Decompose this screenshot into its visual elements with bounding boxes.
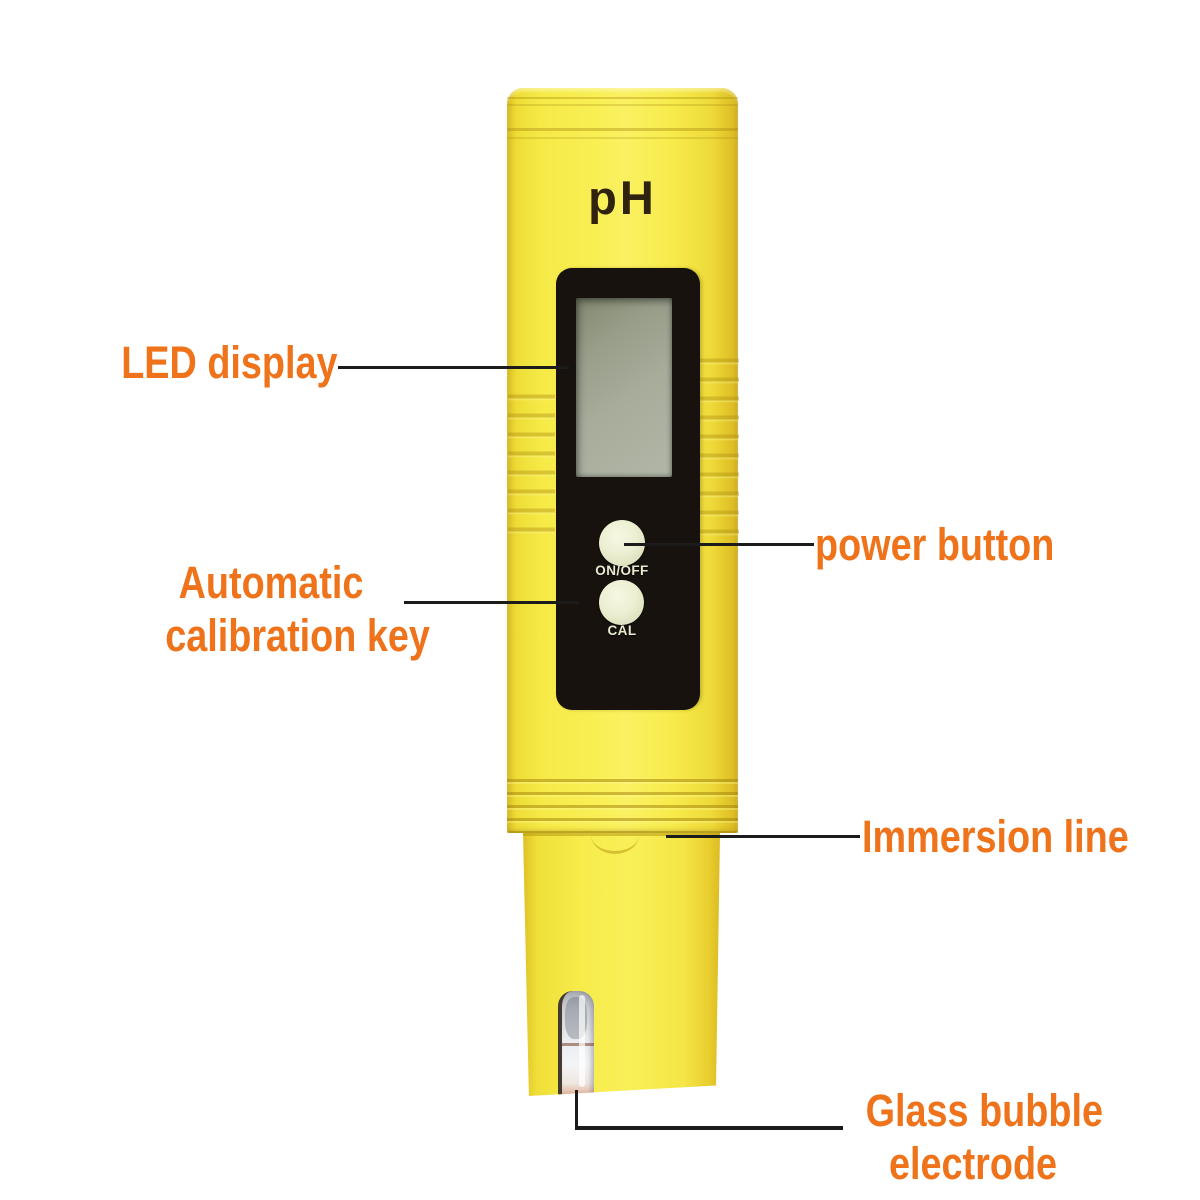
grip-ridges-left — [508, 386, 555, 536]
probe-body — [523, 833, 720, 1096]
callout-line-power-button — [624, 543, 814, 546]
callout-line-electrode-horizontal — [575, 1126, 843, 1130]
glass-highlight — [579, 995, 585, 1087]
led-display-screen — [576, 298, 672, 477]
probe-notch — [591, 835, 639, 854]
glass-band — [562, 1043, 594, 1046]
label-automatic-calibration-key: Automatic calibration key — [165, 557, 430, 661]
cap-groove — [507, 104, 738, 106]
calibration-button — [599, 580, 644, 625]
display-panel: ON/OFF CAL — [556, 268, 700, 710]
cap-groove — [507, 137, 738, 139]
cap-groove — [507, 128, 738, 131]
immersion-ridge-band — [507, 779, 738, 833]
callout-line-immersion-line — [666, 835, 860, 838]
label-power-button: power button — [815, 519, 1055, 570]
grip-ridges-right — [699, 350, 739, 546]
power-button-label: ON/OFF — [595, 563, 649, 578]
calibration-button-label: CAL — [607, 623, 637, 638]
ph-marking: pH — [588, 171, 657, 224]
glass-bubble-electrode — [558, 991, 594, 1096]
label-glass-bubble-electrode: Glass bubble electrode — [865, 1085, 1103, 1189]
label-immersion-line: Immersion line — [862, 811, 1129, 862]
callout-line-calibration-key — [404, 601, 579, 604]
label-led-display: LED display — [121, 337, 338, 388]
callout-line-led-display — [338, 366, 569, 369]
callout-line-electrode-vertical — [575, 1090, 578, 1130]
cap-groove — [507, 97, 738, 99]
